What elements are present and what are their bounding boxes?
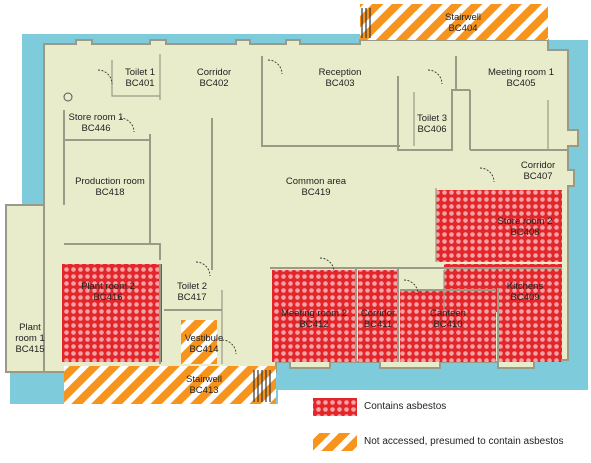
label-kitchens: Kitchens: [507, 281, 544, 292]
code-bc417: BC417: [177, 292, 206, 303]
plant-room-2-bc416: [62, 264, 162, 362]
code-bc403: BC403: [325, 78, 354, 89]
code-bc418: BC418: [95, 187, 124, 198]
code-bc406: BC406: [417, 124, 446, 135]
drain-icon: [63, 92, 73, 102]
door: [479, 167, 495, 183]
label-toilet-1: Toilet 1: [125, 67, 155, 78]
corridor-bc411: [358, 270, 398, 362]
code-bc402: BC402: [199, 78, 228, 89]
stairwell-bc404: [360, 4, 548, 40]
door: [267, 59, 283, 75]
code-bc408: BC408: [510, 227, 539, 238]
door: [403, 279, 419, 295]
label-production-room: Production room: [75, 176, 145, 187]
code-bc412: BC412: [299, 319, 328, 330]
door: [319, 257, 335, 273]
wall: [261, 56, 400, 147]
stair-treads: [361, 8, 371, 38]
legend-swatch-presumed: [313, 433, 357, 451]
legend-label-asbestos: Contains asbestos: [364, 401, 447, 412]
label-plant-room-1-line1: Plant: [19, 322, 41, 333]
label-plant-room-1-line2: room 1: [15, 333, 45, 344]
wall: [64, 243, 161, 260]
code-bc409: BC409: [510, 292, 539, 303]
door: [221, 339, 237, 355]
code-bc405: BC405: [506, 78, 535, 89]
code-bc401: BC401: [125, 78, 154, 89]
label-corridor-411: Corridor: [361, 308, 395, 319]
code-bc407: BC407: [523, 171, 552, 182]
label-meeting-room-2: Meeting room 2: [281, 308, 347, 319]
legend-swatch-asbestos: [313, 398, 357, 416]
code-bc410: BC410: [433, 319, 462, 330]
legend-label-presumed: Not accessed, presumed to contain asbest…: [364, 436, 564, 447]
door: [119, 117, 135, 133]
label-toilet-3: Toilet 3: [417, 113, 447, 124]
label-stairwell-404: Stairwell: [445, 12, 481, 23]
label-stairwell-413: Stairwell: [186, 374, 222, 385]
code-bc415: BC415: [15, 344, 44, 355]
door: [195, 261, 211, 277]
label-toilet-2: Toilet 2: [177, 281, 207, 292]
code-bc414: BC414: [189, 344, 218, 355]
store-room-2-bc408: [436, 190, 562, 262]
vestibule-bc414: [181, 320, 217, 364]
label-plant-room-2: Plant room 2: [81, 281, 135, 292]
label-store-room-1: Store room 1: [69, 112, 124, 123]
kitchens-bc409: [444, 264, 562, 362]
code-bc413: BC413: [189, 385, 218, 396]
door: [427, 69, 443, 85]
door: [97, 69, 113, 85]
label-common-area: Common area: [286, 176, 347, 187]
label-vestibule: Vestibule: [185, 333, 224, 344]
code-bc416: BC416: [93, 292, 122, 303]
meeting-room-2-bc412: [272, 270, 356, 362]
code-bc411: BC411: [364, 319, 392, 330]
stair-treads: [253, 370, 271, 402]
label-store-room-2: Store room 2: [498, 216, 553, 227]
wall: [397, 76, 470, 151]
wall: [111, 60, 160, 97]
code-bc419: BC419: [301, 187, 330, 198]
stairwell-bc413: [64, 366, 276, 404]
label-corridor-402: Corridor: [197, 67, 231, 78]
label-canteen: Canteen: [430, 308, 466, 319]
code-bc404: BC404: [448, 23, 477, 34]
code-bc446: BC446: [81, 123, 110, 134]
label-reception: Reception: [319, 67, 362, 78]
label-meeting-room-1: Meeting room 1: [488, 67, 554, 78]
label-corridor-407: Corridor: [521, 160, 555, 171]
